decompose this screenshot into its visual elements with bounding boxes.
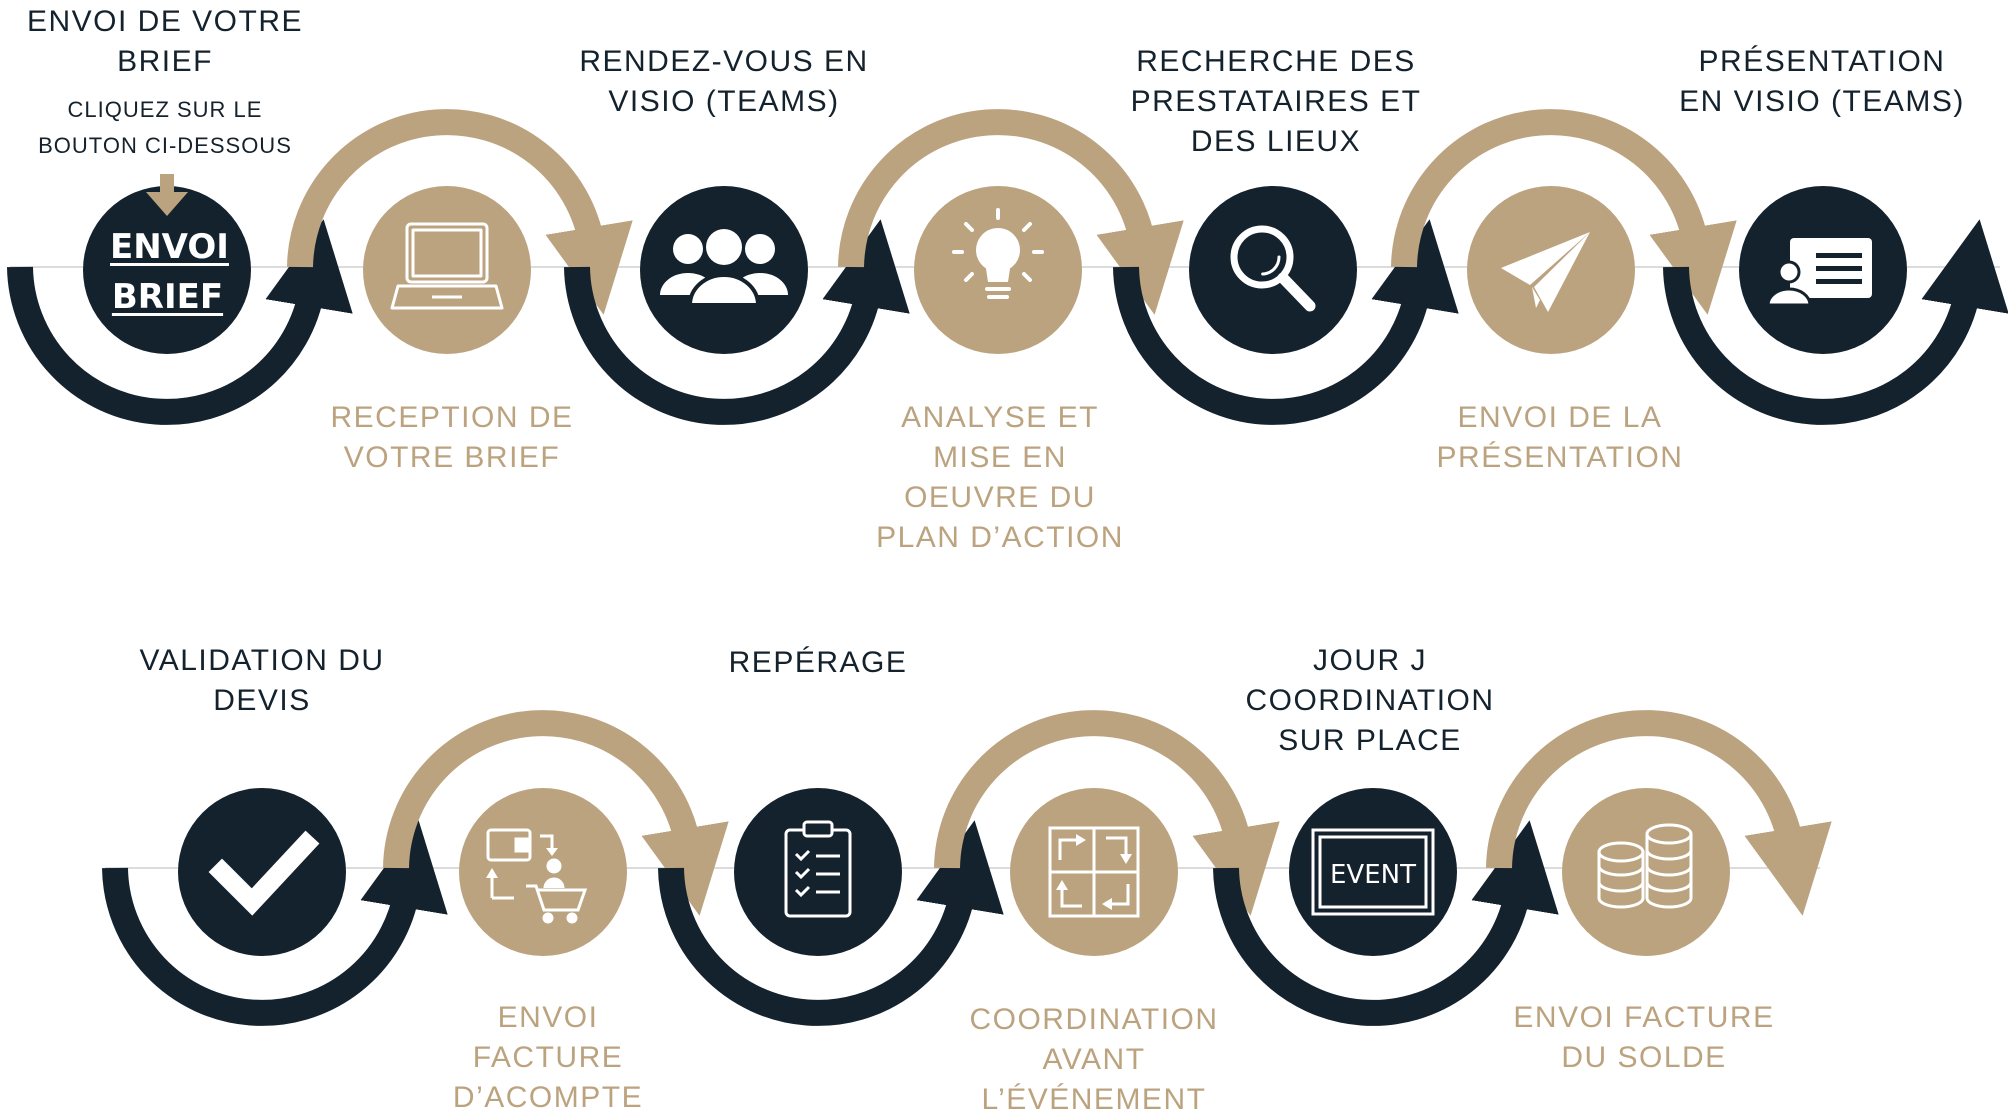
row2-step-5-connector-arrow: [1213, 820, 1559, 1026]
step-9-circle: [459, 788, 627, 956]
checkmark-icon: [208, 830, 320, 916]
wallet-cart-icon: [486, 828, 588, 924]
laptop-icon: [390, 222, 504, 310]
step-4-title: ANALYSE ET MISE EN OEUVRE DU PLAN D’ACTI…: [876, 401, 1124, 554]
presentation-id-card-icon: [1766, 238, 1872, 307]
step-9-title: ENVOI FACTURE D’ACOMPTE: [452, 1001, 644, 1114]
row1-step-1-connector-arrow: [7, 219, 353, 425]
lightbulb-icon: [952, 208, 1044, 299]
envoi-brief-button[interactable]: ENVOI BRIEF: [110, 227, 229, 317]
event-sign-text: EVENT: [1330, 860, 1416, 890]
step-7-title: PRÉSENTATION EN VISIO (TEAMS): [1679, 45, 1965, 118]
coin-stacks-icon: [1597, 823, 1693, 909]
step-6-title: ENVOI DE LA PRÉSENTATION: [1436, 401, 1684, 474]
row2-step-2-connector-arrow: [383, 710, 729, 916]
row2-step-3-connector-arrow: [658, 820, 1004, 1026]
step-12-title: JOUR J COORDINATION SUR PLACE: [1245, 644, 1495, 757]
row1-step-7-connector-arrow: [1663, 219, 2008, 425]
step-3-title: RENDEZ-VOUS EN VISIO (TEAMS): [579, 45, 869, 118]
magnifier-icon: [1230, 225, 1316, 312]
paper-plane-icon: [1501, 232, 1590, 312]
row2-step-4-connector-arrow: [934, 710, 1280, 916]
row2-step-1-connector-arrow: [102, 820, 448, 1026]
row2-arcs: [102, 710, 1832, 1026]
step-11-title: COORDINATION AVANT L’ÉVÉNEMENT: [969, 1003, 1219, 1116]
clipboard-checklist-icon: [784, 820, 852, 918]
step-3-circle: [640, 186, 808, 354]
row2-step-6-connector-arrow: [1486, 710, 1832, 916]
step-5-title: RECHERCHE DES PRESTATAIRES ET DES LIEUX: [1130, 45, 1422, 158]
step-8-circle: [178, 788, 346, 956]
step-1-circle[interactable]: [83, 186, 251, 354]
row1-step-3-connector-arrow: [564, 219, 910, 425]
step-1-instruction: CLIQUEZ SUR LE BOUTON CI-DESSOUS: [38, 97, 292, 158]
row1-step-4-connector-arrow: [838, 109, 1184, 315]
event-sign-icon: EVENT: [1311, 828, 1435, 916]
step-1-title: ENVOI DE VOTRE BRIEF: [26, 5, 304, 78]
people-group-icon: [660, 229, 788, 307]
step-10-circle: [734, 788, 902, 956]
arrow-down-icon: [146, 174, 188, 216]
puzzle-arrows-icon: [1048, 826, 1140, 918]
step-2-title: RECEPTION DE VOTRE BRIEF: [330, 401, 574, 474]
step-2-circle: [363, 186, 531, 354]
step-13-title: ENVOI FACTURE DU SOLDE: [1513, 1001, 1775, 1074]
step-10-title: REPÉRAGE: [728, 646, 908, 679]
step-6-circle: [1467, 186, 1635, 354]
row1-step-5-connector-arrow: [1113, 219, 1459, 425]
row1-arcs: [7, 109, 2008, 425]
row1-step-2-connector-arrow: [287, 109, 633, 315]
row1-step-6-connector-arrow: [1391, 109, 1737, 315]
step-8-title: VALIDATION DU DEVIS: [139, 644, 385, 717]
